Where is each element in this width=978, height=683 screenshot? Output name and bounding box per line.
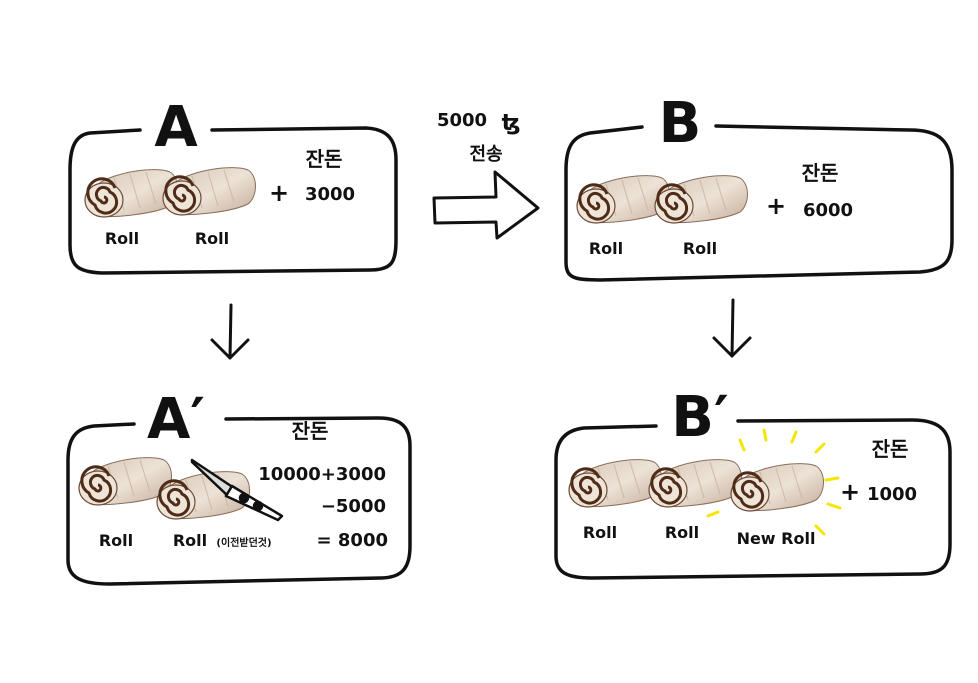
balance-label: 잔돈 [306,147,343,171]
calc-line: = 8000 [317,530,388,551]
balance-value: 6000 [803,200,853,221]
new-roll-label: New Roll [737,529,816,548]
roll-icon [647,458,743,509]
plus-sign: + [269,179,289,207]
calc-line: −5000 [321,496,386,517]
roll-icon [161,166,257,217]
box-b-title: B [659,91,702,156]
roll-label: Roll [583,523,617,542]
roll-icon [567,458,663,509]
roll-icon [575,174,671,225]
box-b-prime: B′ Roll Roll New Roll + 잔돈 1000 [554,385,952,580]
plus-sign: + [766,192,786,220]
box-a-prime-title: A′ [147,387,205,452]
box-a-prime: A′ Roll Roll (이전받던것) 잔돈 10000+3000 −5000… [66,387,412,586]
balance-label: 잔돈 [802,161,839,185]
roll-label: Roll [589,239,623,258]
box-a-title: A [154,95,198,160]
roll-label: Roll [195,229,229,248]
calc-line: 10000+3000 [258,464,386,485]
box-b-prime-border [554,418,952,580]
roll-label: Roll [99,531,133,550]
balance-value: 1000 [867,484,917,505]
new-roll-icon [729,462,825,513]
roll-label: Roll [105,229,139,248]
down-arrow-icon [210,303,250,360]
box-b-prime-title: B′ [671,385,728,450]
box-a: A Roll Roll + 잔돈 3000 [68,95,398,275]
roll-note: (이전받던것) [216,536,271,549]
box-a-border [68,126,398,275]
roll-label: Roll [665,523,699,542]
right-arrow-icon [432,170,540,240]
transfer-label: 전송 [469,144,502,165]
sparkle-icon [706,428,842,536]
roll-icon [653,174,749,225]
transfer: 5000 ꜩ 전송 [432,110,540,240]
down-arrow-icon [712,298,752,358]
plus-sign: + [840,478,860,506]
box-b: B Roll Roll + 잔돈 6000 [564,91,954,282]
balance-label: 잔돈 [872,437,909,461]
balance-value: 3000 [305,184,355,205]
roll-label: Roll [173,531,207,550]
knife-icon [190,458,284,522]
balance-label: 잔돈 [292,419,329,443]
box-a-prime-border [66,416,412,586]
transfer-amount: 5000 [437,110,487,131]
roll-label: Roll [683,239,717,258]
box-b-border [564,124,954,282]
tez-symbol: ꜩ [502,111,521,136]
